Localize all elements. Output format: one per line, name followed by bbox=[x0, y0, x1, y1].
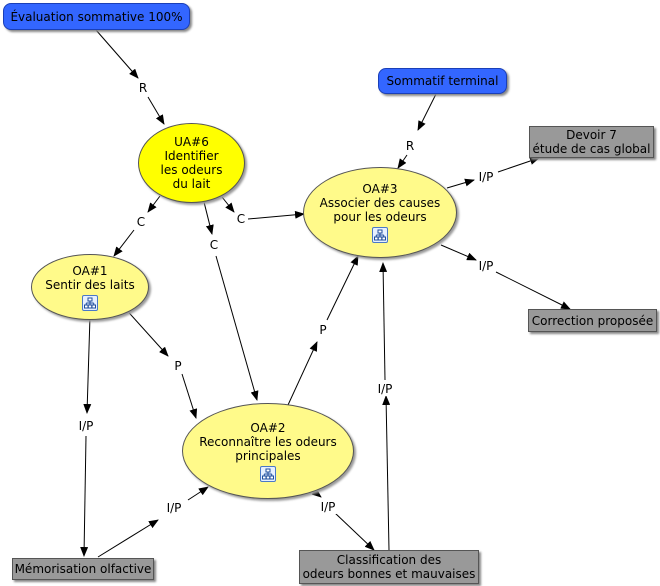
link-label-ip-oa3: I/P bbox=[376, 382, 394, 396]
node-evaluation-sommative[interactable]: Évaluation sommative 100% bbox=[3, 3, 190, 30]
node-classification[interactable]: Classification des odeurs bonnes et mauv… bbox=[299, 550, 479, 584]
link-p-oa3 bbox=[326, 255, 359, 321]
hierarchy-icon[interactable] bbox=[372, 227, 388, 243]
link-ip-memo bbox=[80, 435, 89, 557]
node-correction-proposee-label: Correction proposée bbox=[531, 313, 654, 328]
node-devoir-7[interactable]: Devoir 7 étude de cas global bbox=[529, 126, 654, 158]
node-sommatif-terminal[interactable]: Sommatif terminal bbox=[378, 68, 507, 94]
link-c2-oa3 bbox=[247, 210, 305, 220]
link-oa3-ip bbox=[446, 178, 475, 189]
node-oa2-label: OA#2 Reconnaître les odeurs principales bbox=[199, 420, 337, 463]
link-label-ip-devoir: I/P bbox=[477, 170, 495, 184]
node-ua6[interactable]: UA#6 Identifier les odeurs du lait bbox=[138, 123, 245, 203]
node-devoir-7-label: Devoir 7 étude de cas global bbox=[532, 128, 651, 156]
node-oa2[interactable]: OA#2 Reconnaître les odeurs principales bbox=[182, 403, 354, 499]
node-oa1[interactable]: OA#1 Sentir des laits bbox=[31, 254, 149, 320]
link-oa1-ip bbox=[83, 315, 92, 414]
link-ip-oa2 bbox=[187, 486, 209, 501]
link-label-ip-classif: I/P bbox=[319, 500, 337, 514]
link-label-ip-correction: I/P bbox=[477, 259, 495, 273]
link-oa1-p bbox=[122, 305, 169, 357]
link-classif-ip bbox=[382, 395, 391, 551]
link-ua6-c1 bbox=[147, 195, 161, 213]
link-ip2-correction bbox=[495, 271, 571, 310]
link-c3-oa2 bbox=[215, 255, 259, 401]
node-classification-label: Classification des odeurs bonnes et mauv… bbox=[302, 553, 476, 581]
hierarchy-icon[interactable] bbox=[82, 294, 98, 311]
link-ip-oa3 bbox=[379, 262, 388, 381]
node-ua6-label: UA#6 Identifier les odeurs du lait bbox=[160, 135, 223, 191]
link-label-p-oa3: P bbox=[318, 323, 328, 337]
link-memo-ip bbox=[97, 519, 159, 558]
node-evaluation-sommative-label: Évaluation sommative 100% bbox=[10, 9, 183, 24]
link-label-c-oa2: C bbox=[208, 238, 220, 252]
node-oa3-label: OA#3 Associer des causes pour les odeurs bbox=[319, 182, 441, 224]
link-ip-classif bbox=[334, 512, 375, 551]
link-label-ip-oa2: I/P bbox=[165, 501, 183, 515]
link-label-c-oa1: C bbox=[135, 215, 147, 229]
node-oa3[interactable]: OA#3 Associer des causes pour les odeurs bbox=[303, 167, 457, 258]
link-oa2-p bbox=[287, 341, 318, 406]
hierarchy-icon[interactable] bbox=[260, 465, 276, 482]
link-label-r-2: R bbox=[404, 139, 416, 153]
node-oa1-label: OA#1 Sentir des laits bbox=[45, 263, 135, 292]
link-ua6-c2 bbox=[221, 196, 235, 213]
node-correction-proposee[interactable]: Correction proposée bbox=[528, 309, 657, 332]
node-sommatif-terminal-label: Sommatif terminal bbox=[386, 74, 499, 88]
link-oa3-ip2 bbox=[440, 244, 477, 261]
link-oa2-ip bbox=[311, 488, 322, 498]
link-label-ip-memo: I/P bbox=[77, 419, 95, 433]
link-r-oa3 bbox=[397, 154, 408, 169]
node-memorisation-olfactive[interactable]: Mémorisation olfactive bbox=[12, 558, 154, 580]
link-c1-oa1 bbox=[113, 229, 135, 257]
link-label-c-oa3: C bbox=[235, 212, 247, 226]
link-eval-r bbox=[95, 29, 139, 79]
link-r-ua6 bbox=[147, 96, 165, 125]
link-terminal-r bbox=[417, 93, 437, 131]
link-p-oa2 bbox=[181, 373, 198, 419]
link-ua6-c3 bbox=[203, 201, 214, 235]
link-ip-devoir bbox=[497, 157, 540, 173]
link-label-r-1: R bbox=[137, 81, 149, 95]
link-label-p-oa2: P bbox=[173, 359, 183, 373]
node-memorisation-olfactive-label: Mémorisation olfactive bbox=[14, 562, 152, 576]
